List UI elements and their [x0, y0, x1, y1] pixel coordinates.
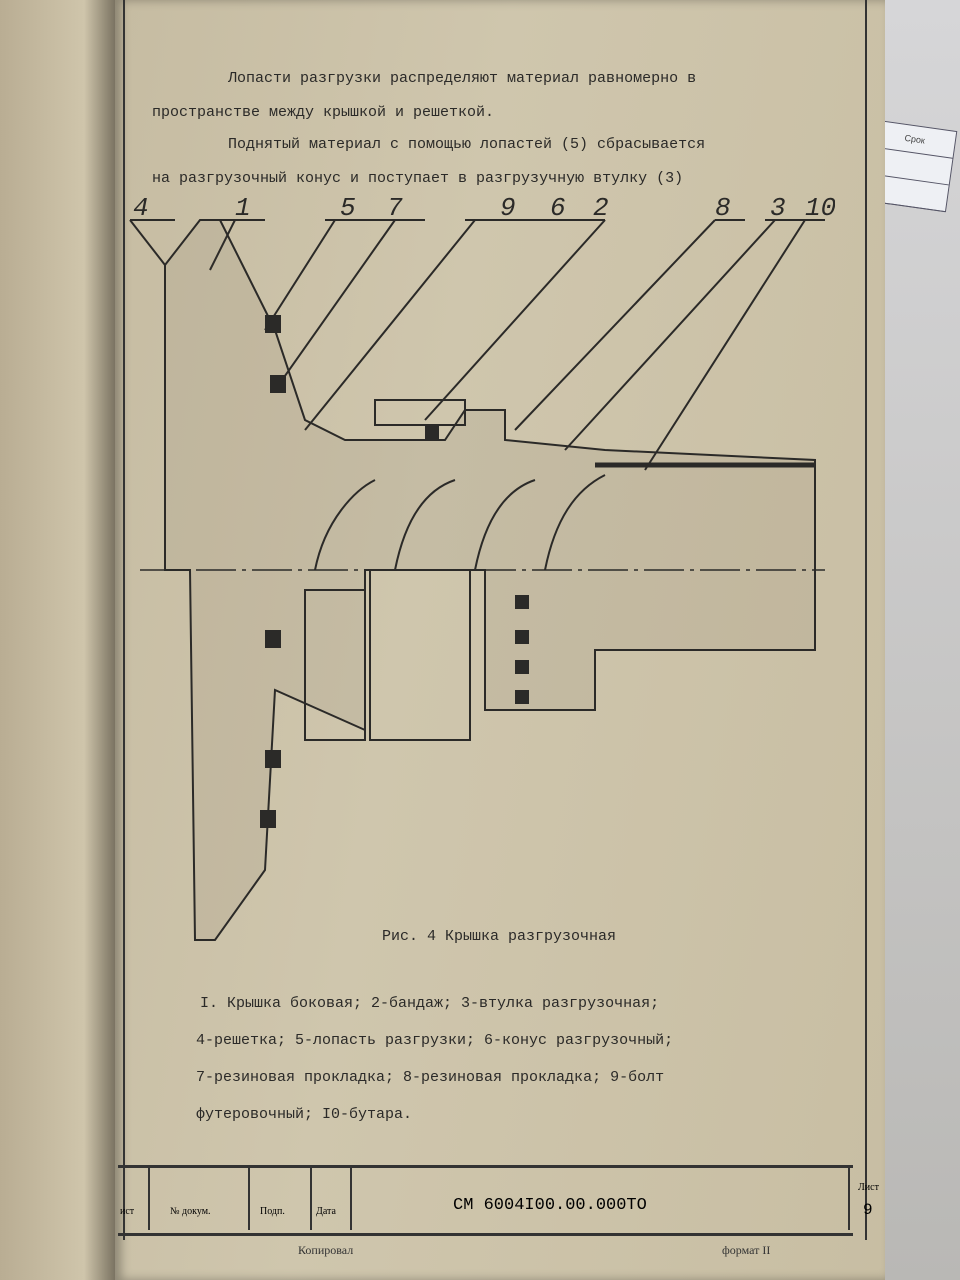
- cover-body: [140, 219, 825, 941]
- figure-caption: Рис. 4 Крышка разгрузочная: [382, 928, 617, 945]
- sheet-number: 9: [863, 1201, 873, 1219]
- book-binding: [0, 0, 120, 1280]
- figure-legend: I. Крышка боковая; 2-бандаж; 3-втулка ра…: [196, 985, 673, 1133]
- callout-7: 7: [387, 193, 403, 223]
- callout-3: 3: [770, 193, 786, 223]
- callout-9: 9: [500, 193, 516, 223]
- callout-6: 6: [550, 193, 566, 223]
- document-page: [115, 0, 885, 1280]
- legend-line: I. Крышка боковая; 2-бандаж; 3-втулка ра…: [200, 995, 660, 1012]
- callout-2: 2: [593, 193, 609, 223]
- legend-line: 7-резиновая прокладка; 8-резиновая прокл…: [196, 1069, 665, 1086]
- title-block: ист № докум. Подп. Дата СМ 6004I00.00.00…: [118, 1165, 879, 1236]
- paragraph-line: пространстве между крышкой и решеткой.: [152, 104, 495, 121]
- sheet-label: Лист: [858, 1182, 879, 1193]
- footer-copied: Копировал: [298, 1243, 354, 1257]
- callout-leaders: [129, 219, 825, 471]
- technical-drawing: 4 1 5 7 9 6 2 8 3 10: [129, 193, 835, 941]
- paragraph-line: на разгрузочный конус и поступает в разг…: [152, 170, 684, 187]
- footer-format: формат II: [722, 1243, 771, 1257]
- bolts: [260, 315, 529, 828]
- callout-10: 10: [805, 193, 835, 223]
- col-doc-number: № докум.: [170, 1206, 211, 1217]
- legend-line: футеровочный; I0-бутара.: [196, 1106, 413, 1123]
- paragraph-line: Лопасти разгрузки распределяют материал …: [228, 70, 697, 87]
- callout-1: 1: [235, 193, 251, 223]
- callout-5: 5: [340, 193, 356, 223]
- legend-line: 4-решетка; 5-лопасть разгрузки; 6-конус …: [196, 1032, 674, 1049]
- paragraph-line: Поднятый материал с помощью лопастей (5)…: [228, 136, 706, 153]
- callout-8: 8: [715, 193, 731, 223]
- document-code: СМ 6004I00.00.000ТО: [453, 1196, 647, 1215]
- page-frame: [123, 0, 867, 1240]
- col-sheet: ист: [120, 1206, 135, 1217]
- callout-4: 4: [133, 193, 149, 223]
- col-date: Дата: [316, 1206, 336, 1217]
- col-signature: Подп.: [260, 1206, 285, 1217]
